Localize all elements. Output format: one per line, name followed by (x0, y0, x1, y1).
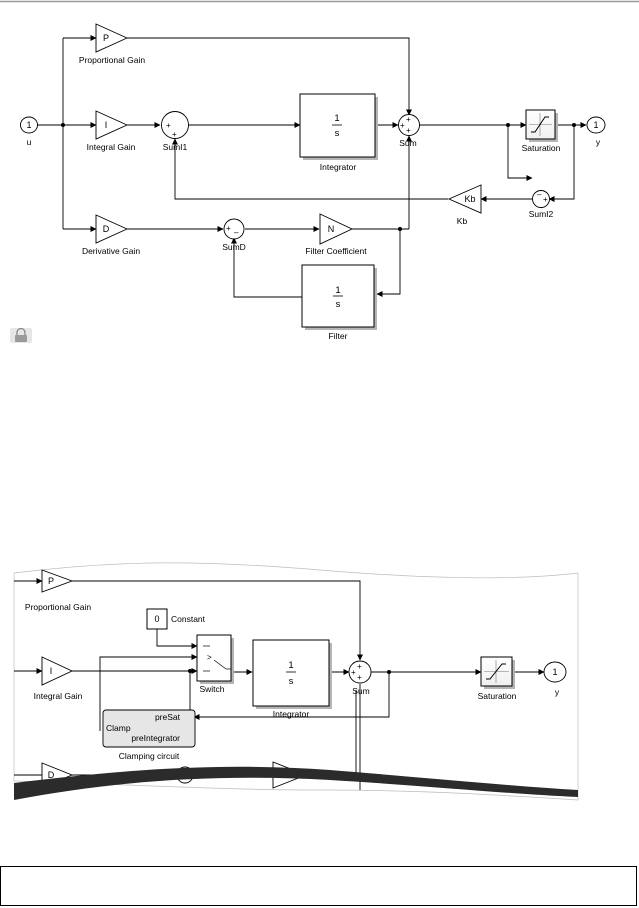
integrator-numerator-2: 1 (288, 660, 293, 671)
sum-sign-top: + (406, 115, 411, 124)
torn-edge-shadow (14, 766, 578, 800)
sumi2-label: SumI2 (529, 209, 554, 219)
filter-coefficient-symbol: N (328, 224, 335, 234)
switch-threshold: > (207, 653, 212, 662)
proportional-gain-symbol: P (103, 33, 109, 43)
integrator-label: Integrator (320, 162, 357, 172)
inport-number: 1 (26, 120, 31, 130)
sumi1-label: SumI1 (163, 142, 188, 152)
sum-sign-top-2: + (357, 662, 362, 671)
filter-coefficient-label: Filter Coefficient (305, 246, 367, 256)
sum-block-2[interactable]: + + + Sum (348, 660, 372, 696)
wires-1 (37, 35, 587, 298)
clamping-port-preintegrator: preIntegrator (131, 733, 180, 743)
sum-label: Sum (399, 138, 416, 148)
saturation-icon (529, 113, 552, 136)
integral-gain-block[interactable]: I Integral Gain (87, 110, 136, 152)
kb-gain-block[interactable]: Kb Kb (447, 184, 482, 226)
integrator-block-2[interactable]: 1 s Integrator (252, 639, 332, 719)
sumd-label: SumD (222, 242, 246, 252)
kb-gain-symbol: Kb (464, 194, 475, 204)
filter-label: Filter (329, 331, 348, 341)
sum-block[interactable]: + + + Sum (398, 114, 420, 149)
diagram-1: 1 u 1 y P Proportional Gain I Integral G… (10, 23, 606, 343)
kb-gain-label: Kb (457, 216, 468, 226)
sum-sign-left: + (400, 121, 405, 130)
switch-block[interactable]: > Switch (196, 634, 234, 694)
inport-label: u (27, 137, 32, 147)
constant-label: Constant (171, 614, 206, 624)
inport-u[interactable]: 1 u (20, 116, 38, 147)
derivative-gain-label: Derivative Gain (82, 246, 140, 256)
proportional-gain-block[interactable]: P Proportional Gain (79, 23, 145, 65)
integrator-denominator: s (335, 128, 340, 139)
sumi1-sign-left: + (166, 121, 171, 130)
sum-sign-bottom: + (406, 126, 411, 135)
bottom-empty-box (0, 866, 637, 906)
proportional-gain-label-2: Proportional Gain (25, 602, 91, 612)
derivative-gain-symbol-2: D (48, 770, 55, 780)
clamping-circuit-block[interactable]: Clamp preSat preIntegrator Clamping circ… (102, 709, 196, 761)
integral-gain-symbol: I (105, 120, 108, 130)
saturation-label: Saturation (522, 143, 561, 153)
proportional-gain-block-2[interactable]: P Proportional Gain (25, 569, 91, 612)
proportional-gain-label: Proportional Gain (79, 55, 145, 65)
constant-block[interactable]: 0 Constant (146, 608, 206, 630)
outport-label-2: y (555, 687, 560, 697)
clamping-port-presat: preSat (155, 712, 181, 722)
sumi2-block[interactable]: – + SumI2 (529, 190, 554, 219)
filter-coefficient-block[interactable]: N Filter Coefficient (305, 213, 367, 256)
diagram-2: P Proportional Gain 0 Constant I Integra… (13, 562, 579, 801)
saturation-icon-2 (484, 660, 509, 683)
outport-y-2[interactable]: 1 y (543, 661, 567, 697)
integral-gain-label-2: Integral Gain (34, 691, 83, 701)
outport-number-2: 1 (552, 667, 557, 677)
integrator-numerator: 1 (334, 113, 339, 124)
sumi2-sign-top: – (537, 190, 542, 199)
sumd-sign-bottom: – (234, 228, 239, 237)
clamping-circuit-inner-label: Clamp (106, 723, 131, 733)
sum-label-2: Sum (352, 686, 369, 696)
derivative-gain-symbol: D (103, 224, 110, 234)
sumd-sign-left: + (226, 224, 231, 233)
outport-y[interactable]: 1 y (586, 116, 606, 147)
sum-sign-bottom-2: + (357, 673, 362, 682)
sumi2-sign-right: + (543, 195, 548, 204)
switch-icon (203, 645, 231, 672)
outport-label: y (596, 137, 601, 147)
switch-label: Switch (199, 684, 224, 694)
sumi1-block[interactable]: + + SumI1 (161, 111, 189, 153)
integral-gain-block-2[interactable]: I Integral Gain (34, 656, 83, 701)
outport-number: 1 (593, 120, 598, 130)
derivative-gain-block[interactable]: D Derivative Gain (82, 214, 140, 256)
constant-value: 0 (154, 614, 159, 624)
saturation-label-2: Saturation (478, 691, 517, 701)
integrator-label-2: Integrator (273, 709, 310, 719)
lock-icon[interactable] (10, 327, 32, 343)
saturation-block[interactable]: Saturation (522, 109, 561, 153)
filter-numerator: 1 (335, 285, 340, 296)
integral-gain-label: Integral Gain (87, 142, 136, 152)
saturation-block-2[interactable]: Saturation (478, 656, 517, 701)
clamping-circuit-label: Clamping circuit (119, 751, 180, 761)
integrator-denominator-2: s (289, 676, 294, 687)
proportional-gain-symbol-2: P (48, 576, 54, 586)
sumd-block[interactable]: + – SumD (222, 218, 246, 252)
filter-denominator: s (336, 299, 341, 310)
integral-gain-symbol-2: I (50, 666, 53, 676)
integrator-block[interactable]: 1 s Integrator (299, 93, 378, 172)
sum-sign-left-2: + (351, 668, 356, 677)
sumi1-sign-bottom: + (172, 130, 177, 139)
filter-block[interactable]: 1 s Filter (301, 264, 377, 341)
